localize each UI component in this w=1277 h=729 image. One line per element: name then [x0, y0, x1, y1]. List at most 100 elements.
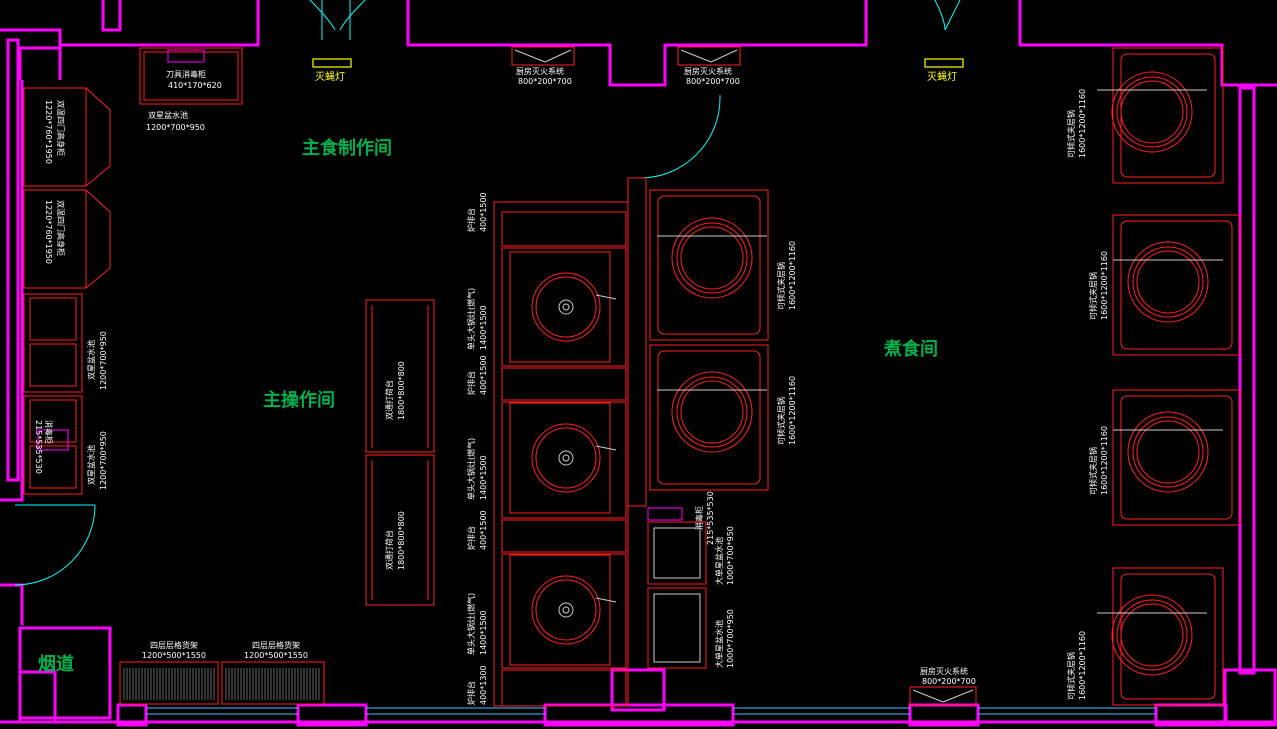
fire-system-name-2: 厨房灭火系统 — [684, 66, 732, 76]
disinfect-cabinet-mid — [647, 507, 683, 521]
mid-sinks — [647, 507, 707, 669]
sink1-name: 双星盆水池 — [86, 340, 96, 380]
stove-column — [493, 177, 647, 707]
workbenches — [365, 299, 435, 606]
doors — [14, 0, 961, 586]
vertical-labels: 双温四门高身柜 1220*760*1950 双温四门高身柜 1220*760*1… — [34, 100, 735, 668]
pan-label-size-4: 1600*1200*1160 — [1100, 251, 1109, 320]
tilting-pan-6 — [1097, 567, 1224, 706]
workbench-1 — [365, 299, 435, 453]
mid-disinfect-size: 215*535*530 — [706, 491, 715, 545]
room-label-main-ops: 主操作间 — [263, 389, 335, 411]
disinfect-name: 消毒柜 — [44, 420, 54, 444]
pan-label-size-2: 1600*1200*1160 — [788, 376, 797, 445]
equipment-labels: 厨房灭火系统 800*200*700 厨房灭火系统 800*200*700 厨房… — [142, 66, 976, 686]
pan-label-size-5: 1600*1200*1160 — [1100, 426, 1109, 495]
fly-lamps — [312, 58, 964, 68]
fire-system-box-1 — [511, 46, 575, 66]
mid-sink1-name: 大单星盆水池 — [714, 537, 724, 585]
pan-label-size-3: 1600*1200*1160 — [1078, 89, 1087, 158]
sink2-size: 1200*700*950 — [99, 431, 108, 490]
room-labels: 主食制作间 主操作间 煮食间 烟道 — [38, 137, 938, 675]
stove-burners — [509, 251, 617, 666]
shelf-name-1: 四层层格货架 — [150, 640, 198, 650]
room-label-boiling: 煮食间 — [883, 338, 938, 360]
stove-label-name-2: 单头大锅灶(燃气) — [466, 288, 476, 350]
pan-label-name-5: 可倾式夹层锅 — [1088, 447, 1098, 495]
door-top-right — [934, 0, 961, 31]
mid-sink-1 — [647, 521, 707, 585]
pan-label-name-2: 可倾式夹层锅 — [776, 397, 786, 445]
door-top-left — [321, 0, 351, 40]
fridge1-size: 1220*760*1950 — [44, 100, 53, 164]
fridge2-size: 1220*760*1950 — [44, 200, 53, 264]
sink2-name: 双星盆水池 — [86, 445, 96, 485]
knife-cabinet-name: 刀具消毒柜 — [166, 69, 206, 79]
sink-2 — [23, 395, 83, 495]
tilting-pan-3 — [1097, 47, 1224, 184]
stove-label-size-5: 400*1500 — [479, 510, 488, 550]
fly-lamp-icon-2 — [924, 58, 964, 68]
mid-sink-2 — [647, 587, 707, 669]
wok-burner-1 — [509, 251, 617, 363]
stove-label-size-4: 1400*1500 — [479, 455, 488, 500]
stove-label-name-1: 炉排台 — [466, 208, 476, 232]
sink-top-name: 双星盆水池 — [148, 110, 188, 120]
tilting-pan-1 — [649, 189, 769, 341]
room-label-staple: 主食制作间 — [302, 137, 392, 159]
fly-lamp-icon-1 — [312, 58, 352, 68]
workbench-2 — [365, 454, 435, 606]
stove-label-size-2: 1400*1500 — [479, 305, 488, 350]
sink-top-size: 1200*700*950 — [146, 123, 205, 132]
pan-label-name-6: 可倾式夹层锅 — [1066, 652, 1076, 700]
tilting-pan-2 — [649, 344, 769, 491]
fire-system-size-3: 800*200*700 — [922, 677, 976, 686]
shelf-2 — [221, 661, 325, 705]
pan-label-size-6: 1600*1200*1160 — [1078, 631, 1087, 700]
tilting-pan-5 — [1112, 389, 1241, 526]
wok-burner-2 — [509, 402, 617, 514]
workbench2-size: 1800*800*800 — [397, 511, 406, 570]
fire-system-size-2: 800*200*700 — [686, 77, 740, 86]
shelf-name-2: 四层层格货架 — [252, 640, 300, 650]
fridge-2 — [23, 189, 87, 289]
fire-system-name-3: 厨房灭火系统 — [920, 666, 968, 676]
stove-label-size-6: 1400*1500 — [479, 610, 488, 655]
fridge1-name: 双温四门高身柜 — [56, 100, 66, 156]
pan-label-size-1: 1600*1200*1160 — [788, 241, 797, 310]
stove-label-name-3: 炉排台 — [466, 371, 476, 395]
fire-system-name-1: 厨房灭火系统 — [516, 66, 564, 76]
mid-sink2-name: 大单星盆水池 — [714, 620, 724, 668]
shelf-size-2: 1200*500*1550 — [244, 651, 308, 660]
fire-system-box-3 — [909, 686, 977, 706]
pan-label-name-1: 可倾式夹层锅 — [776, 262, 786, 310]
knife-cabinet-size: 410*170*620 — [168, 81, 222, 90]
mid-sink2-size: 1000*700*950 — [726, 609, 735, 668]
workbench1-name: 双通打荷台 — [384, 380, 394, 420]
lamp-labels: 灭蝇灯 灭蝇灯 — [315, 71, 957, 83]
door-main — [639, 97, 721, 179]
sink1-size: 1200*700*950 — [99, 331, 108, 390]
fire-system-boxes — [511, 46, 977, 706]
knife-cabinet — [139, 47, 243, 105]
workbench2-name: 双通打荷台 — [384, 530, 394, 570]
fly-lamp-label-1: 灭蝇灯 — [315, 71, 345, 83]
stove-label-size-7: 400*1300 — [479, 665, 488, 705]
wok-burner-3 — [509, 554, 617, 666]
shelf-hatching — [123, 668, 320, 700]
sink-1 — [23, 293, 83, 393]
stove-label-name-4: 单头大锅灶(燃气) — [466, 438, 476, 500]
fire-system-box-2 — [677, 46, 741, 66]
mid-sink1-size: 1000*700*950 — [726, 526, 735, 585]
room-label-flue: 烟道 — [38, 653, 74, 675]
tilting-pan-4 — [1112, 214, 1241, 356]
stove-label-size-1: 400*1500 — [479, 192, 488, 232]
windows — [146, 707, 1156, 715]
left-equipment — [23, 47, 325, 705]
tilting-pans — [649, 47, 1241, 706]
pan-label-name-3: 可倾式夹层锅 — [1066, 110, 1076, 158]
fridge2-name: 双温四门高身柜 — [56, 200, 66, 256]
